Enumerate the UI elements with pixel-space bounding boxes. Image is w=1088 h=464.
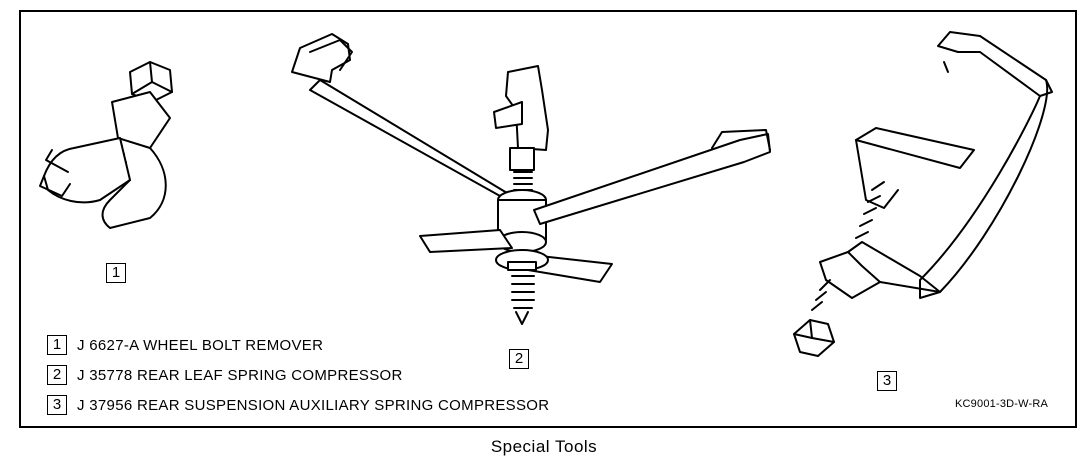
legend-number: 1 [47,335,67,355]
figure-caption: Special Tools [490,437,598,456]
wheel-bolt-remover-drawing [39,61,173,229]
legend-item-2: 2 J 35778 REAR LEAF SPRING COMPRESSOR [47,364,403,386]
legend-number: 2 [47,365,67,385]
legend-item-1: 1 J 6627-A WHEEL BOLT REMOVER [47,334,323,356]
legend-item-3: 3 J 37956 REAR SUSPENSION AUXILIARY SPRI… [47,394,549,416]
callout-tool3: 3 [877,371,897,391]
leaf-spring-compressor-drawing [291,33,771,325]
auxiliary-spring-compressor-drawing [793,31,1053,357]
legend-number: 3 [47,395,67,415]
callout-tool1: 1 [106,263,126,283]
callout-tool2: 2 [509,349,529,369]
legend-text: J 37956 REAR SUSPENSION AUXILIARY SPRING… [77,396,550,414]
figure-code: KC9001-3D-W-RA [955,398,1049,410]
legend-text: J 6627-A WHEEL BOLT REMOVER [77,336,324,354]
figure-frame [19,10,1077,428]
legend-text: J 35778 REAR LEAF SPRING COMPRESSOR [77,366,403,384]
